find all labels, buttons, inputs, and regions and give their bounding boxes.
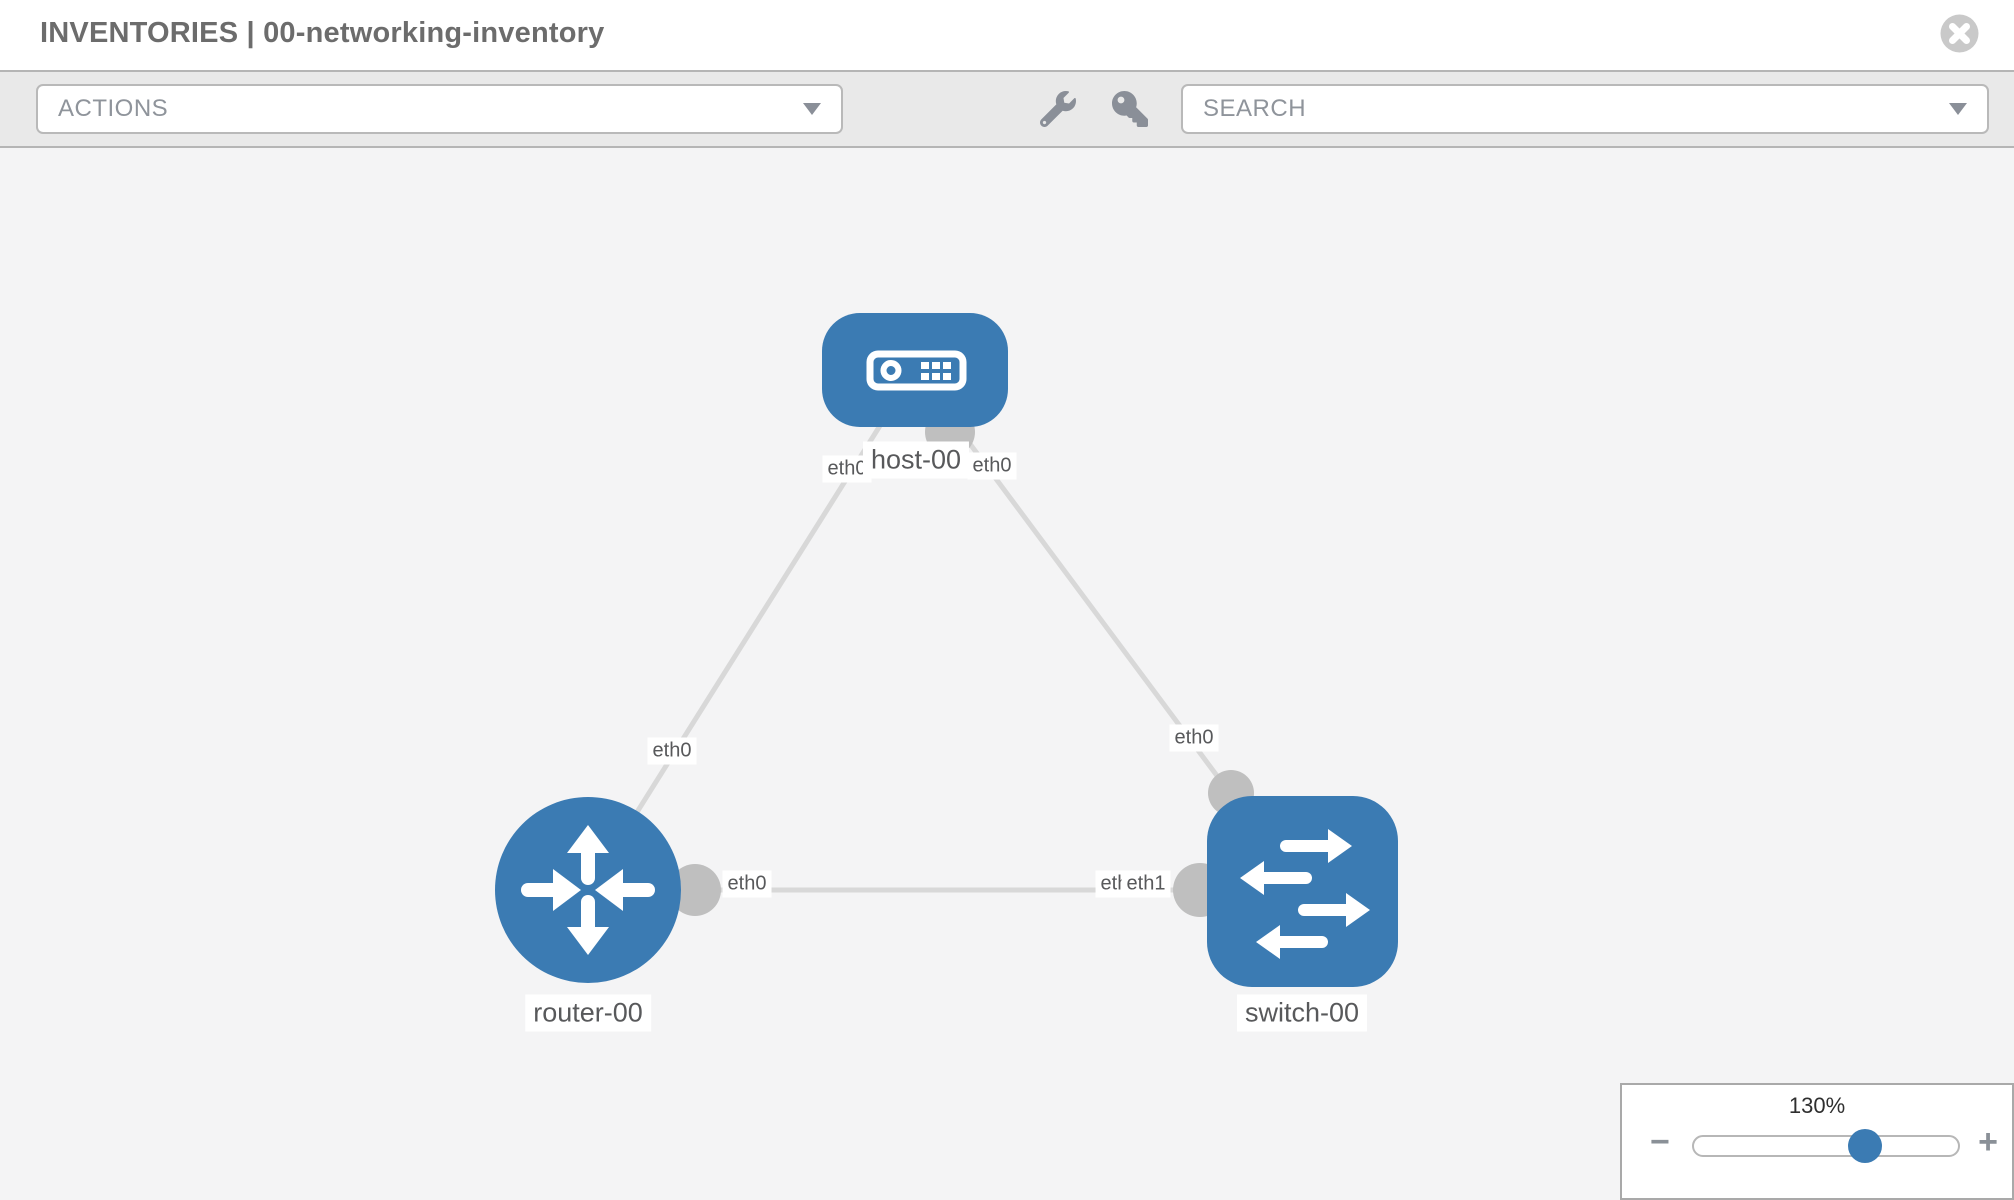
key-icon[interactable] — [1112, 91, 1148, 127]
chevron-down-icon — [1949, 103, 1967, 115]
if-label-host-eth0-right: eth0 — [967, 452, 1017, 480]
toolbar-icon-group — [1040, 84, 1148, 134]
host-icon — [866, 350, 967, 391]
topology-graph — [495, 313, 1398, 987]
actions-dropdown-label: ACTIONS — [58, 95, 169, 122]
node-switch-00[interactable] — [1207, 796, 1398, 987]
interface-dot[interactable] — [669, 864, 721, 916]
zoom-level-value: 130% — [1788, 1093, 1846, 1118]
switch-icon — [1240, 829, 1370, 959]
if-label-switch-eth1: eth1 — [1121, 870, 1171, 898]
actions-dropdown[interactable]: ACTIONS — [36, 84, 843, 134]
close-icon — [1940, 14, 1979, 53]
node-label-router-00: router-00 — [525, 994, 651, 1032]
close-button[interactable] — [1940, 14, 1979, 53]
search-dropdown-label: SEARCH — [1203, 95, 1307, 122]
wrench-icon[interactable] — [1040, 91, 1076, 127]
zoom-panel: 130% − + — [1620, 1083, 2014, 1200]
zoom-slider-knob[interactable] — [1848, 1129, 1882, 1163]
node-label-host-00: host-00 — [862, 441, 970, 479]
if-label-router-eth0: eth0 — [722, 870, 772, 898]
zoom-slider[interactable] — [1692, 1135, 1960, 1157]
node-host-00[interactable] — [822, 313, 1008, 427]
node-router-00[interactable] — [495, 797, 681, 983]
zoom-out-button[interactable]: − — [1650, 1123, 1670, 1161]
page-title: INVENTORIES | 00-networking-inventory — [40, 17, 605, 49]
router-icon — [521, 825, 655, 955]
if-label-router-upper-eth0: eth0 — [647, 737, 697, 765]
search-dropdown[interactable]: SEARCH — [1181, 84, 1989, 134]
toolbar-divider — [0, 146, 2014, 148]
toolbar: ACTIONS SEARCH — [0, 72, 2014, 146]
header-bar: INVENTORIES | 00-networking-inventory — [0, 0, 2014, 70]
chevron-down-icon — [803, 103, 821, 115]
topology-canvas[interactable]: eth0 eth0 eth0 eth0 eth0 eth1 host-00 et… — [0, 148, 2014, 1200]
zoom-in-button[interactable]: + — [1978, 1123, 1998, 1161]
node-label-switch-00: switch-00 — [1236, 994, 1368, 1032]
header-divider — [0, 70, 2014, 72]
if-label-switch-upper-eth0: eth0 — [1169, 724, 1219, 752]
